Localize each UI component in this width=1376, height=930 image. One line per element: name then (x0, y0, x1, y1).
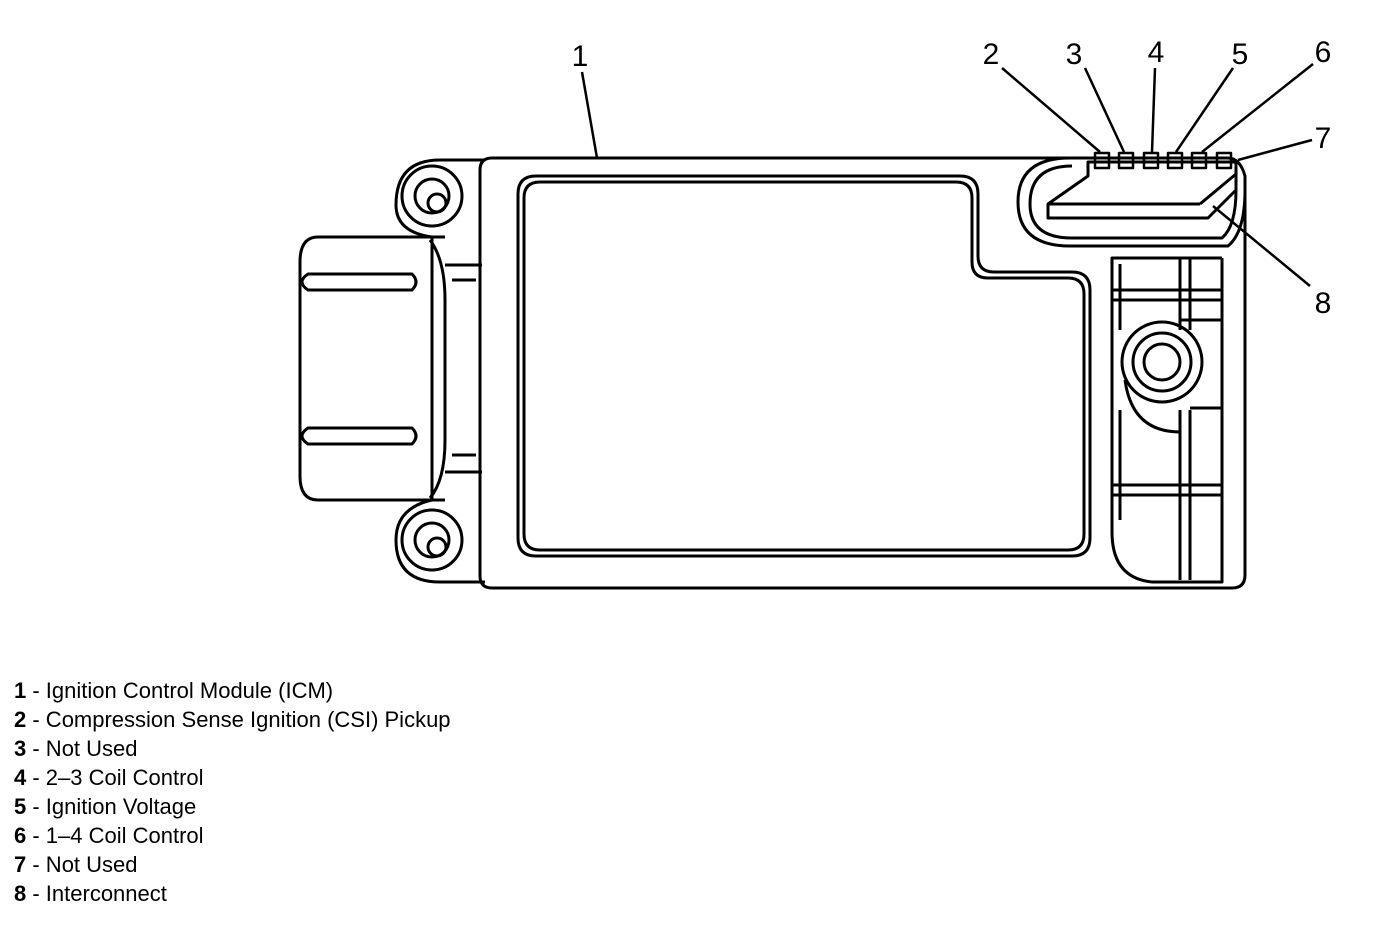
inner-panel (516, 174, 1092, 558)
callout-7: 7 (1315, 122, 1332, 155)
legend-text: - Interconnect (26, 881, 167, 906)
mounting-flange (394, 158, 485, 584)
right-bracket (1110, 256, 1224, 584)
pin-5 (1166, 151, 1184, 170)
legend-number: 6 (14, 823, 27, 848)
legend-item-6: 6 - 1–4 Coil Control (14, 821, 451, 850)
legend-item-2: 2 - Compression Sense Ignition (CSI) Pic… (14, 705, 451, 734)
pin-4 (1142, 151, 1160, 170)
callout-3: 3 (1066, 38, 1083, 71)
legend-item-5: 5 - Ignition Voltage (14, 792, 451, 821)
callout-2: 2 (983, 38, 1000, 71)
legend-text: - Not Used (26, 852, 138, 877)
legend-number: 4 (14, 765, 27, 790)
bracket-grommet-ring (1131, 331, 1193, 393)
callout-1: 1 (572, 40, 589, 73)
icm-diagram: 1 2 3 4 5 6 7 8 (298, 36, 1332, 590)
upper-mounting-ear (400, 164, 464, 228)
lower-mounting-ear (400, 508, 464, 572)
pin-3 (1117, 151, 1135, 170)
legend-text: - Compression Sense Ignition (CSI) Picku… (26, 707, 451, 732)
legend-number: 5 (14, 794, 27, 819)
legend-text: - Not Used (26, 736, 138, 761)
leader-lines (580, 63, 1314, 287)
legend-number: 7 (14, 852, 27, 877)
pin-7 (1215, 151, 1233, 170)
legend-number: 8 (14, 881, 27, 906)
connector-pins (1093, 151, 1233, 170)
legend-item-7: 7 - Not Used (14, 850, 451, 879)
bracket-grommet-hole (1142, 342, 1182, 382)
callout-4: 4 (1148, 36, 1165, 69)
callout-6: 6 (1315, 36, 1332, 69)
bracket-grommet-outer (1120, 320, 1204, 404)
legend-number: 3 (14, 736, 27, 761)
pin-6 (1190, 151, 1208, 170)
legend-number: 1 (14, 678, 27, 703)
harness-connector (298, 235, 482, 502)
legend-text: - 2–3 Coil Control (26, 765, 204, 790)
legend-item-4: 4 - 2–3 Coil Control (14, 763, 451, 792)
legend-list: 1 - Ignition Control Module (ICM) 2 - Co… (14, 676, 451, 908)
legend-text: - Ignition Control Module (ICM) (26, 678, 334, 703)
legend-item-3: 3 - Not Used (14, 734, 451, 763)
legend-text: - 1–4 Coil Control (26, 823, 204, 848)
legend-item-1: 1 - Ignition Control Module (ICM) (14, 676, 451, 705)
callout-8: 8 (1315, 287, 1332, 320)
module-housing (478, 156, 1247, 590)
pin-connector (1016, 156, 1247, 248)
pin-2 (1093, 151, 1111, 170)
callout-5: 5 (1232, 38, 1249, 71)
legend-item-8: 8 - Interconnect (14, 879, 451, 908)
legend-text: - Ignition Voltage (26, 794, 197, 819)
legend-number: 2 (14, 707, 27, 732)
